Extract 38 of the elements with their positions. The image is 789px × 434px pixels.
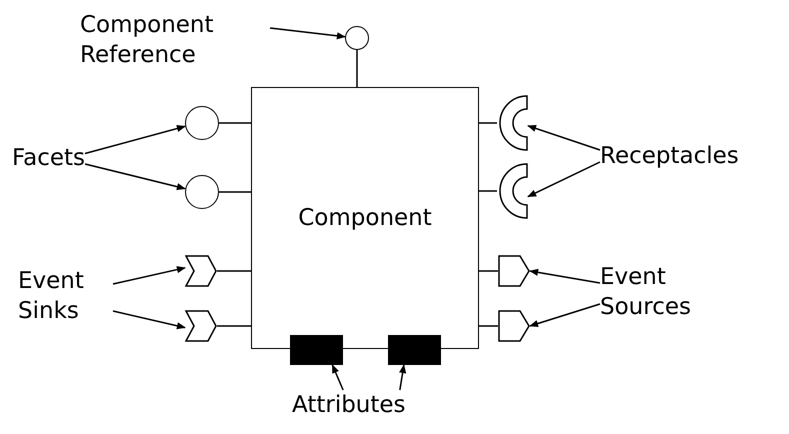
event-source-symbol: [498, 310, 530, 342]
attribute-bar: [290, 335, 343, 365]
connector-line: [217, 325, 251, 327]
receptacle-symbol: [497, 95, 528, 151]
leader-arrow: [84, 125, 186, 154]
connector-line: [479, 325, 498, 327]
leader-arrow: [527, 161, 600, 198]
connector-line: [219, 191, 251, 193]
part-label: Receptacles: [600, 141, 739, 171]
part-label: Facets: [12, 143, 86, 173]
leader-arrow: [332, 364, 344, 390]
leader-arrow: [399, 364, 406, 390]
connector-line: [219, 122, 251, 124]
receptacle-symbol: [497, 163, 528, 219]
event-sink-symbol: [185, 255, 217, 287]
leader-arrow: [112, 266, 186, 285]
connector-line: [479, 122, 497, 124]
leader-arrow: [270, 27, 346, 40]
leader-arrow: [527, 124, 600, 151]
connector-line: [356, 50, 358, 87]
part-label: Attributes: [292, 390, 406, 420]
event-source-symbol: [498, 255, 530, 287]
event-sink-symbol: [185, 310, 217, 342]
part-label: Event Sinks: [18, 266, 113, 326]
connector-line: [479, 190, 497, 192]
port-circle: [185, 106, 219, 140]
part-label: Component Reference: [80, 10, 270, 70]
connector-line: [217, 270, 251, 272]
port-circle: [345, 26, 369, 50]
leader-arrow: [112, 310, 186, 330]
leader-arrow: [529, 268, 600, 284]
connector-line: [479, 270, 498, 272]
part-label: Event Sources: [600, 262, 730, 322]
port-circle: [185, 175, 219, 209]
attribute-bar: [388, 335, 441, 365]
leader-arrow: [84, 163, 186, 190]
component-box: Component: [251, 87, 479, 349]
leader-arrow: [529, 303, 600, 327]
